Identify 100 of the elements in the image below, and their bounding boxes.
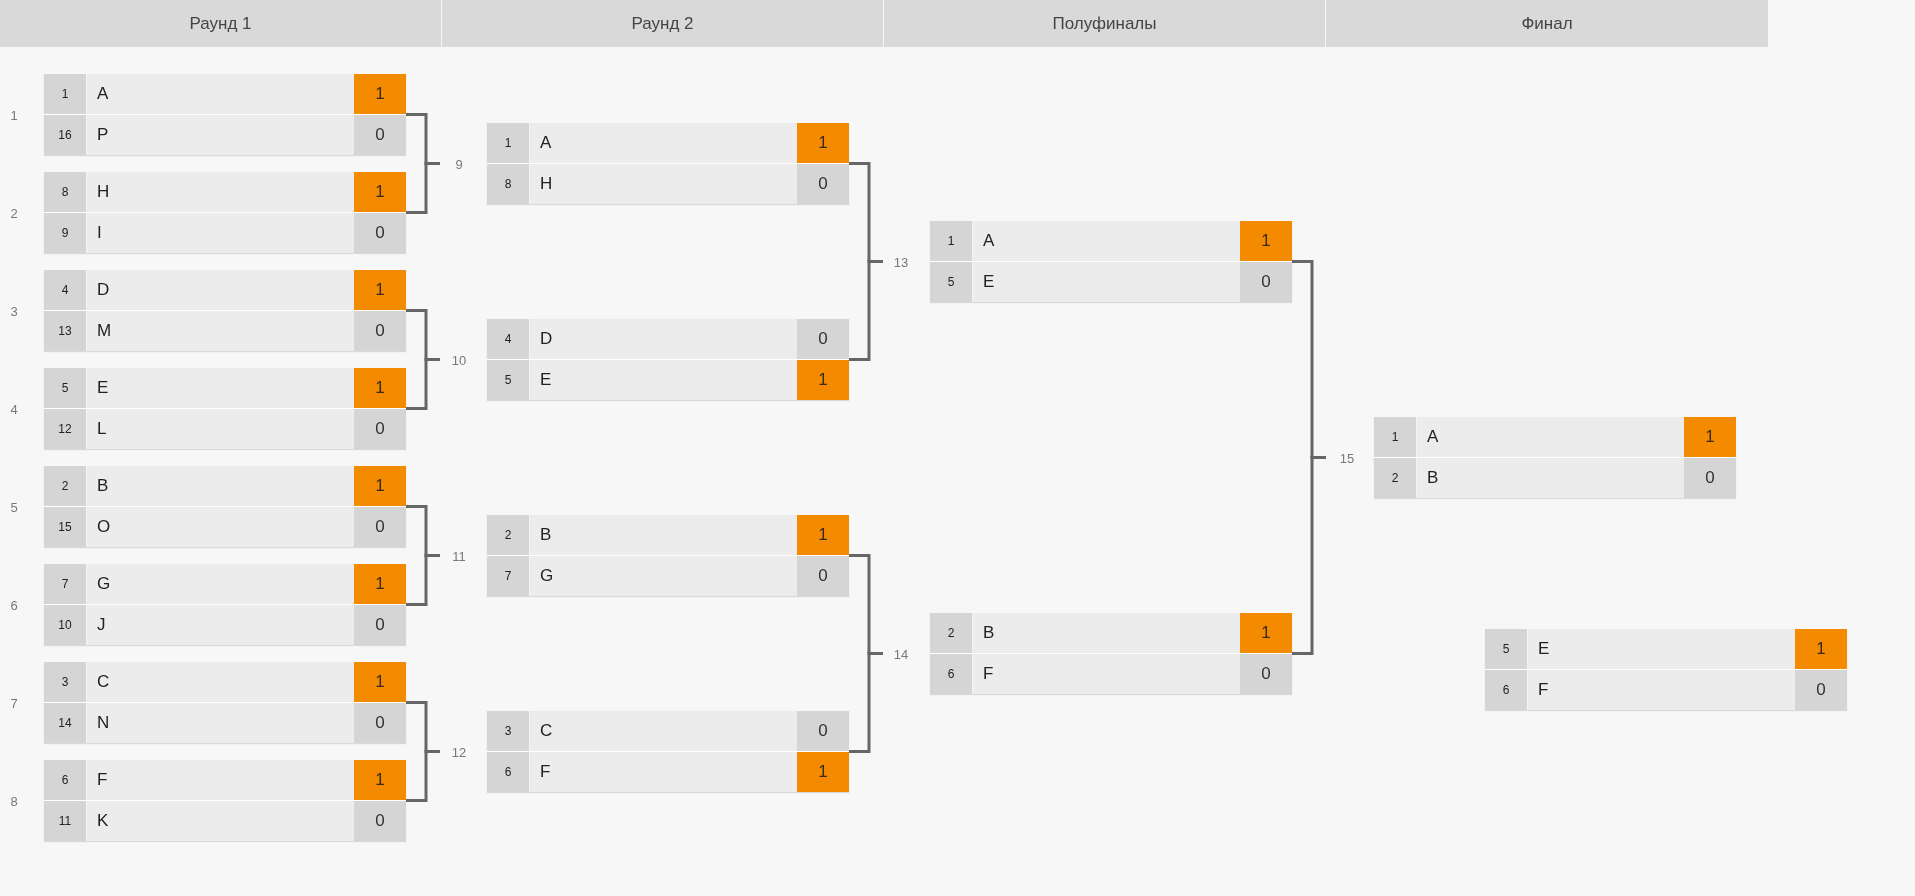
team-name: E [97, 378, 109, 398]
team-row [44, 662, 406, 702]
team-row [487, 360, 849, 400]
team-name: M [97, 321, 112, 341]
match-number: 5 [10, 499, 18, 514]
score: 0 [797, 556, 849, 596]
seed-number: 5 [1485, 629, 1528, 669]
seed-number: 2 [44, 466, 87, 506]
seed-number: 7 [44, 564, 87, 604]
score: 0 [354, 507, 406, 547]
team-row [44, 760, 406, 800]
score: 1 [354, 760, 406, 800]
team-row [487, 515, 849, 555]
seed-number: 1 [930, 221, 973, 261]
match-number: 10 [451, 352, 467, 367]
team-name: B [97, 476, 109, 496]
score: 0 [797, 319, 849, 359]
team-row [44, 213, 406, 253]
match-number: 8 [10, 793, 18, 808]
team-row [44, 368, 406, 408]
seed-number: 4 [487, 319, 530, 359]
team-row [44, 564, 406, 604]
score: 0 [354, 409, 406, 449]
team-row [1485, 629, 1847, 669]
team-row [44, 801, 406, 841]
seed-number: 1 [1374, 417, 1417, 457]
seed-number: 11 [44, 801, 87, 841]
column-header: Финал [1326, 0, 1768, 47]
team-name: J [97, 615, 106, 635]
team-name: F [1538, 680, 1549, 700]
team-row [1374, 458, 1736, 498]
team-row [44, 115, 406, 155]
team-name: F [540, 762, 551, 782]
match-number: 3 [10, 303, 18, 318]
team-row [44, 172, 406, 212]
team-row [1485, 670, 1847, 710]
column-header: Полуфиналы [884, 0, 1325, 47]
team-name: A [97, 84, 109, 104]
seed-number: 1 [487, 123, 530, 163]
score: 1 [797, 752, 849, 792]
team-row [44, 311, 406, 351]
team-name: B [540, 525, 552, 545]
team-row [487, 711, 849, 751]
team-name: I [97, 223, 102, 243]
score: 1 [797, 360, 849, 400]
score: 1 [1684, 417, 1736, 457]
seed-number: 2 [930, 613, 973, 653]
team-name: E [540, 370, 552, 390]
bracket-line [849, 652, 883, 753]
team-row [44, 703, 406, 743]
team-name: F [983, 664, 994, 684]
seed-number: 14 [44, 703, 87, 743]
score: 0 [1240, 654, 1292, 694]
team-row [487, 164, 849, 204]
score: 1 [797, 515, 849, 555]
bracket-line [406, 554, 440, 606]
team-name: D [97, 280, 110, 300]
team-name: C [540, 721, 553, 741]
team-name: A [540, 133, 552, 153]
bracket-line [406, 750, 440, 802]
team-row [930, 613, 1292, 653]
seed-number: 8 [487, 164, 530, 204]
team-row [930, 654, 1292, 694]
team-name: O [97, 517, 111, 537]
seed-number: 7 [487, 556, 530, 596]
team-row [487, 556, 849, 596]
seed-number: 10 [44, 605, 87, 645]
seed-number: 6 [1485, 670, 1528, 710]
team-row [487, 123, 849, 163]
match-number: 6 [10, 597, 18, 612]
match-number: 9 [455, 156, 463, 171]
score: 0 [354, 311, 406, 351]
team-row [930, 221, 1292, 261]
team-name: G [540, 566, 554, 586]
score: 0 [354, 801, 406, 841]
score: 0 [797, 711, 849, 751]
match-number: 7 [10, 695, 18, 710]
match-number: 13 [893, 254, 909, 269]
seed-number: 6 [930, 654, 973, 694]
seed-number: 15 [44, 507, 87, 547]
seed-number: 12 [44, 409, 87, 449]
seed-number: 3 [44, 662, 87, 702]
score: 0 [797, 164, 849, 204]
team-name: C [97, 672, 110, 692]
seed-number: 6 [487, 752, 530, 792]
score: 0 [354, 115, 406, 155]
team-name: N [97, 713, 110, 733]
score: 1 [1795, 629, 1847, 669]
score: 1 [354, 270, 406, 310]
team-name: B [983, 623, 995, 643]
column-header: Раунд 2 [442, 0, 883, 47]
score: 1 [354, 662, 406, 702]
team-name: A [1427, 427, 1439, 447]
team-row [44, 409, 406, 449]
score: 1 [354, 74, 406, 114]
seed-number: 5 [44, 368, 87, 408]
seed-number: 13 [44, 311, 87, 351]
team-name: E [1538, 639, 1550, 659]
score: 1 [354, 564, 406, 604]
match-number: 4 [10, 401, 18, 416]
